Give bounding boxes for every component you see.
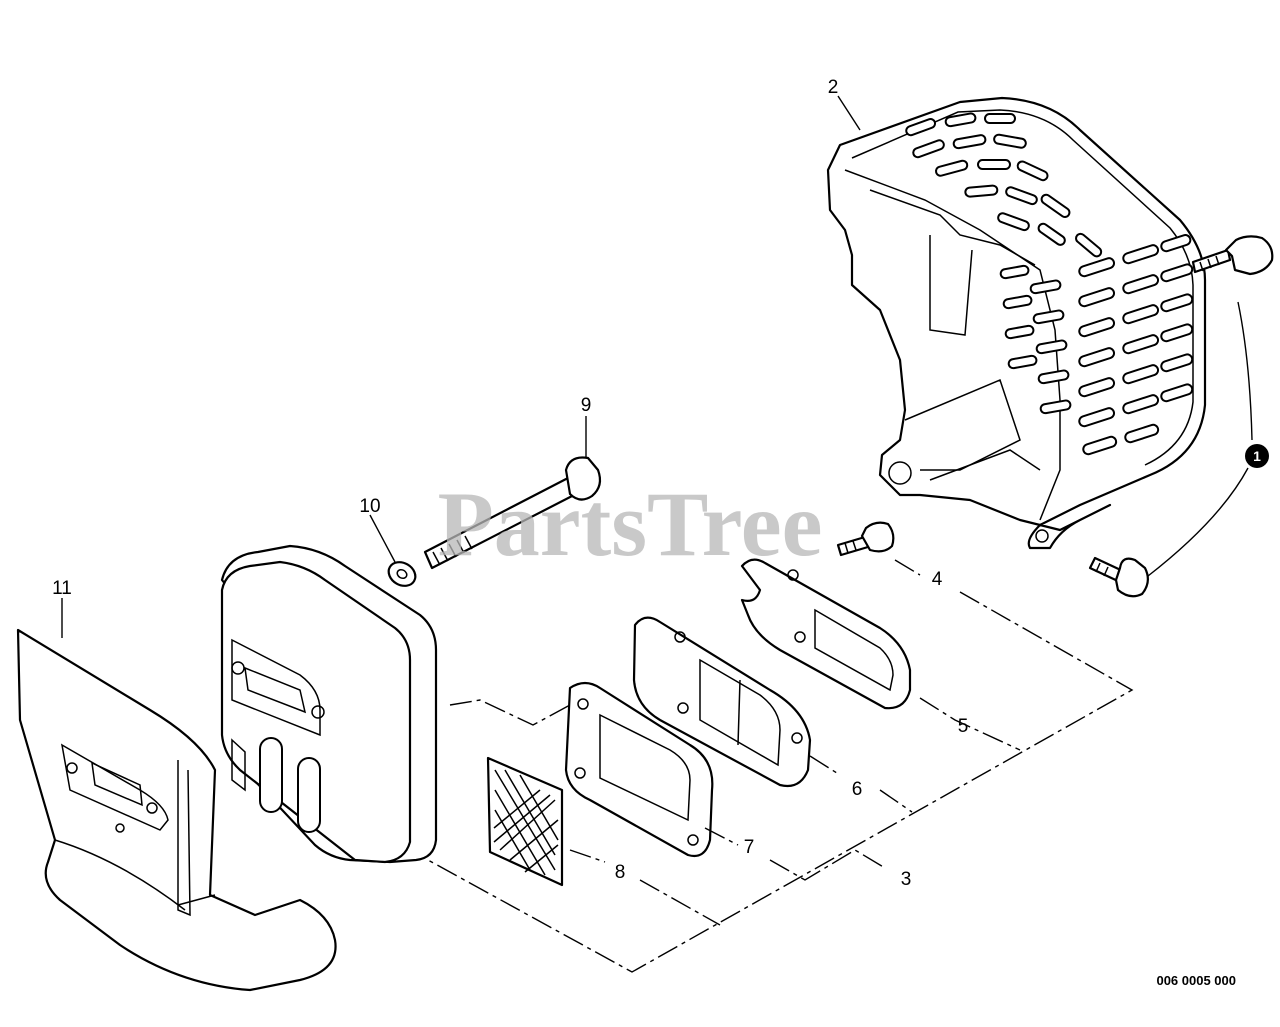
part-10-washer[interactable] bbox=[384, 557, 419, 590]
leader-lines bbox=[61, 95, 1253, 973]
cover-vent-slots bbox=[905, 112, 1194, 456]
part-8-spark-screen[interactable] bbox=[486, 756, 564, 887]
part-1-bolt-upper[interactable] bbox=[1191, 235, 1274, 276]
callout-11: 11 bbox=[52, 578, 72, 599]
part-5-gasket[interactable] bbox=[740, 558, 912, 710]
part-11-heat-shield[interactable] bbox=[16, 628, 337, 992]
callout-2: 2 bbox=[828, 77, 839, 98]
part-6-plate[interactable] bbox=[632, 616, 812, 788]
callout-7: 7 bbox=[744, 837, 755, 858]
part-3-muffler-body[interactable] bbox=[220, 544, 438, 864]
drawing-code: 006 0005 000 bbox=[1156, 973, 1236, 988]
watermark-text: PartsTree bbox=[438, 473, 823, 575]
callout-8: 8 bbox=[615, 862, 626, 883]
callout-5: 5 bbox=[958, 716, 969, 737]
callout-3: 3 bbox=[901, 869, 912, 890]
callout-6: 6 bbox=[852, 779, 863, 800]
part-1-callout-badge: 1 bbox=[1245, 444, 1269, 468]
part-1-bolt-mid[interactable] bbox=[836, 521, 895, 557]
callout-10: 10 bbox=[359, 496, 380, 517]
callout-9: 9 bbox=[581, 395, 592, 416]
callout-1: 1 bbox=[1253, 448, 1261, 464]
part-9-long-bolt[interactable] bbox=[423, 456, 602, 570]
part-1-bolt-lower[interactable] bbox=[1088, 556, 1149, 598]
part-7-gasket[interactable] bbox=[564, 681, 714, 858]
callout-4: 4 bbox=[932, 569, 943, 590]
part-2-muffler-cover[interactable] bbox=[826, 96, 1207, 550]
